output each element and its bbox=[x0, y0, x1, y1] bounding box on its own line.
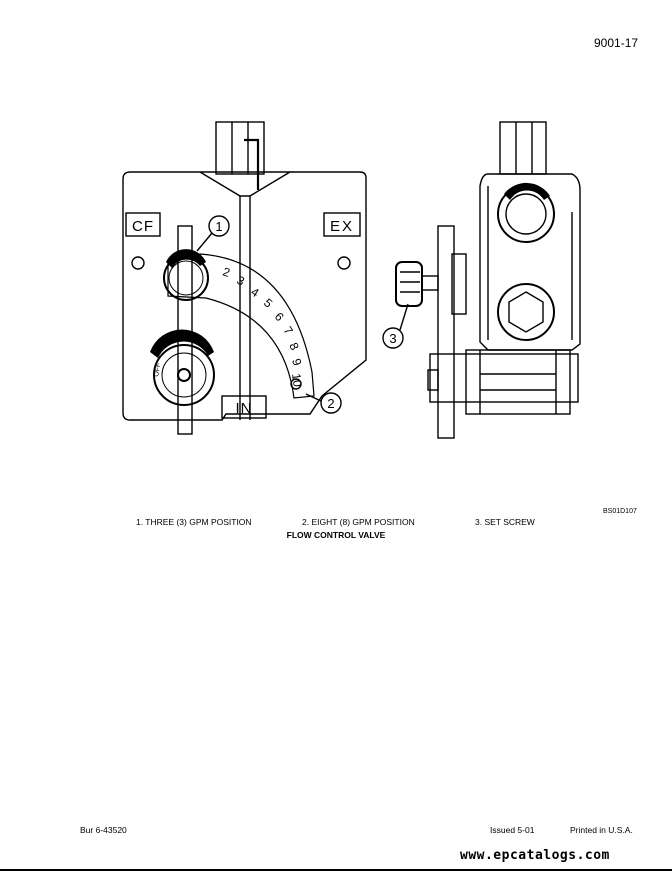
callout-3: 3 bbox=[389, 331, 396, 346]
legend-item-1: 1. THREE (3) GPM POSITION bbox=[136, 517, 252, 527]
ex-label: EX bbox=[330, 218, 354, 235]
dial-scale-plate bbox=[167, 253, 315, 399]
set-screw bbox=[395, 261, 423, 307]
dial-mark-5: 5 bbox=[261, 296, 275, 311]
dial-mark-6: 6 bbox=[272, 310, 287, 325]
footer-doc-number: Bur 6-43520 bbox=[80, 825, 127, 835]
watermark-link[interactable]: www.epcatalogs.com bbox=[460, 848, 610, 863]
lower-knob bbox=[153, 344, 215, 406]
dial-off-label: OFF bbox=[153, 362, 162, 377]
callout-1: 1 bbox=[215, 219, 222, 234]
valve-body-outline bbox=[122, 171, 367, 421]
legend-item-2: 2. EIGHT (8) GPM POSITION bbox=[302, 517, 415, 527]
lower-port bbox=[497, 283, 555, 341]
footer-printed: Printed in U.S.A. bbox=[570, 825, 633, 835]
dial-mark-10: 10 bbox=[289, 372, 305, 387]
lower-assembly bbox=[429, 353, 579, 403]
legend-item-3: 3. SET SCREW bbox=[475, 517, 535, 527]
cf-label: CF bbox=[132, 218, 154, 235]
side-plate bbox=[437, 225, 455, 439]
top-fitting bbox=[215, 121, 265, 175]
dial-mark-3: 3 bbox=[235, 273, 247, 289]
page-number: 9001-17 bbox=[594, 36, 639, 50]
dial-mark-8: 8 bbox=[286, 340, 302, 352]
in-label: IN bbox=[236, 400, 253, 417]
side-top-fitting bbox=[499, 121, 547, 175]
callout-2: 2 bbox=[327, 396, 334, 411]
bottom-rule bbox=[0, 869, 672, 871]
figure-caption: FLOW CONTROL VALVE bbox=[286, 530, 386, 540]
side-body-outline bbox=[479, 173, 581, 351]
footer-issued: Issued 5-01 bbox=[490, 825, 535, 835]
flow-control-valve-illustration: CF EX IN OFF 2 3 4 5 6 7 8 9 10 1 2 3 bbox=[122, 121, 581, 439]
figure-code: BS01D107 bbox=[603, 508, 637, 515]
dial-mark-7: 7 bbox=[281, 324, 297, 338]
dial-mark-2: 2 bbox=[221, 265, 232, 280]
dial-mark-9: 9 bbox=[289, 357, 304, 368]
